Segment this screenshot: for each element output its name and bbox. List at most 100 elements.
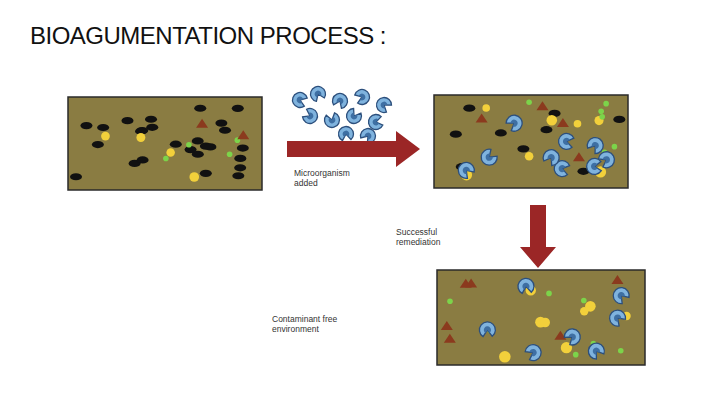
microorganism-core <box>569 333 576 340</box>
nutrient <box>525 152 534 161</box>
microorganism <box>339 127 354 141</box>
microorganism <box>587 158 602 174</box>
contaminant <box>200 170 212 177</box>
microorganism <box>303 108 318 123</box>
microorganism <box>355 89 370 104</box>
green-particle <box>612 144 618 150</box>
green-particle <box>573 352 579 358</box>
microorganism <box>559 133 574 149</box>
nutrient <box>101 132 110 141</box>
contaminant <box>185 146 197 153</box>
annotation-label: Contaminant free environment <box>272 315 368 335</box>
annotation-label: Successful remediation <box>396 228 474 248</box>
microorganism <box>525 345 541 361</box>
contaminant <box>215 120 227 127</box>
process-arrow <box>287 131 420 167</box>
treated-soil <box>434 95 628 188</box>
microorganism <box>325 113 340 128</box>
process-arrow <box>520 205 556 268</box>
contaminant <box>232 172 244 179</box>
microorganism-core <box>530 349 537 356</box>
microorganism-core <box>559 165 566 172</box>
contaminant <box>137 156 149 163</box>
microorganism <box>610 310 626 326</box>
nutrient <box>166 148 175 157</box>
added-microorganisms <box>293 86 392 143</box>
contaminant <box>463 105 475 112</box>
microorganism-core <box>307 113 314 120</box>
contaminant <box>145 116 157 123</box>
mineral <box>573 152 585 161</box>
soil-box <box>68 97 262 190</box>
soil-box <box>437 270 645 365</box>
microorganism-core <box>614 315 621 322</box>
microorganism <box>293 93 308 108</box>
mineral <box>557 118 569 127</box>
nutrient <box>482 104 490 112</box>
microorganism-core <box>337 98 344 105</box>
annotation-label: Microorganism added <box>294 169 364 189</box>
microorganism-core <box>548 154 555 161</box>
contaminant <box>194 105 206 112</box>
microorganism-core <box>486 154 493 161</box>
green-particle <box>603 101 609 107</box>
contaminated-soil <box>68 97 262 190</box>
title: BIOAGUMENTATION PROCESS : <box>30 22 386 50</box>
contaminant <box>97 124 109 131</box>
microorganism <box>613 288 629 304</box>
microorganism-core <box>511 120 518 127</box>
contaminant <box>540 126 552 133</box>
nutrient <box>540 318 550 328</box>
microorganism-core <box>381 102 388 109</box>
microorganism <box>458 162 474 178</box>
microorganism-core <box>315 91 322 98</box>
contaminant <box>517 145 529 152</box>
microorganism <box>518 278 534 293</box>
mineral <box>444 334 456 343</box>
contaminant <box>234 164 246 171</box>
microorganism-core <box>592 142 599 149</box>
microorganism-core <box>343 131 350 137</box>
nutrient <box>547 115 558 126</box>
contaminant <box>146 124 158 131</box>
contaminant <box>204 143 216 150</box>
contaminant <box>121 117 133 124</box>
microorganism <box>481 149 497 165</box>
microorganism <box>377 98 392 113</box>
microorganism <box>347 109 362 124</box>
contaminant <box>219 127 231 134</box>
contaminant <box>450 131 462 138</box>
microorganism <box>506 115 522 131</box>
microorganism-core <box>522 283 529 290</box>
green-particle <box>598 109 604 115</box>
green-particle <box>447 298 453 304</box>
green-particle <box>599 114 605 120</box>
soil-box <box>434 95 628 188</box>
microorganism-core <box>603 156 610 163</box>
green-particle <box>163 156 169 162</box>
contaminant <box>170 141 182 148</box>
microorganism <box>543 150 559 166</box>
contaminant <box>613 116 625 123</box>
microorganism <box>333 94 348 109</box>
green-particle <box>546 291 552 297</box>
mineral <box>237 130 249 139</box>
nutrient <box>189 172 199 182</box>
microorganism <box>587 138 603 154</box>
microorganism-core <box>463 167 470 174</box>
microorganism-core <box>591 163 598 170</box>
green-particle <box>227 151 233 157</box>
microorganism-core <box>297 97 304 104</box>
green-particle <box>186 142 192 148</box>
green-particle <box>618 348 624 354</box>
contaminant <box>192 137 204 144</box>
mineral <box>611 275 623 284</box>
microorganism <box>588 343 604 359</box>
microorganism-core <box>563 138 570 145</box>
contaminant <box>495 129 507 136</box>
green-particle <box>526 99 532 105</box>
clean-soil <box>437 270 645 365</box>
microorganism <box>598 152 614 168</box>
